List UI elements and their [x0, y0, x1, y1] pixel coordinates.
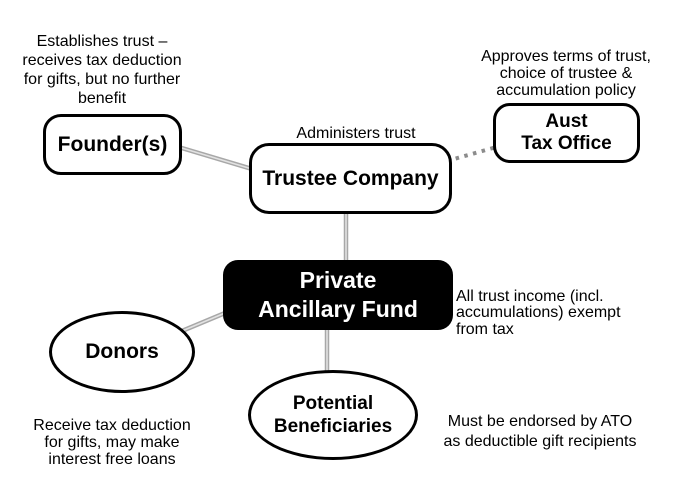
connector-founders-trustee — [174, 143, 263, 175]
annotation-income-exempt: All trust income (incl. accumulations) e… — [456, 272, 660, 338]
annotation-establishes-trust-text: Establishes trust – receives tax deducti… — [22, 33, 182, 107]
node-private-ancillary-fund-label: Private Ancillary Fund — [258, 267, 418, 322]
annotation-establishes-trust: Establishes trust – receives tax deducti… — [4, 13, 200, 108]
node-potential-beneficiaries: Potential Beneficiaries — [248, 370, 418, 460]
node-private-ancillary-fund: Private Ancillary Fund — [223, 260, 453, 330]
annotation-receive-deduction: Receive tax deduction for gifts, may mak… — [12, 400, 212, 468]
node-trustee-company-label: Trustee Company — [262, 166, 439, 190]
annotation-ato-endorsement: Must be endorsed by ATO as deductible gi… — [412, 392, 668, 452]
annotation-approves-terms-text: Approves terms of trust, choice of trust… — [481, 48, 651, 99]
connector-trustee-ato-dotted — [446, 144, 501, 163]
annotation-income-exempt-text: All trust income (incl. accumulations) e… — [456, 287, 621, 338]
node-donors: Donors — [49, 311, 195, 393]
node-trustee-company: Trustee Company — [249, 143, 452, 214]
annotation-ato-endorsement-text: Must be endorsed by ATO as deductible gi… — [443, 413, 637, 450]
node-aust-tax-office: Aust Tax Office — [493, 103, 640, 163]
node-founders-label: Founder(s) — [57, 132, 168, 156]
node-founders: Founder(s) — [43, 114, 182, 175]
node-potential-beneficiaries-label: Potential Beneficiaries — [273, 393, 393, 437]
annotation-approves-terms: Approves terms of trust, choice of trust… — [452, 31, 676, 99]
annotation-administers-trust: Administers trust — [276, 107, 436, 143]
node-aust-tax-office-label: Aust Tax Office — [521, 111, 612, 154]
annotation-receive-deduction-text: Receive tax deduction for gifts, may mak… — [33, 417, 191, 468]
node-donors-label: Donors — [85, 340, 159, 363]
annotation-administers-trust-text: Administers trust — [296, 125, 416, 142]
